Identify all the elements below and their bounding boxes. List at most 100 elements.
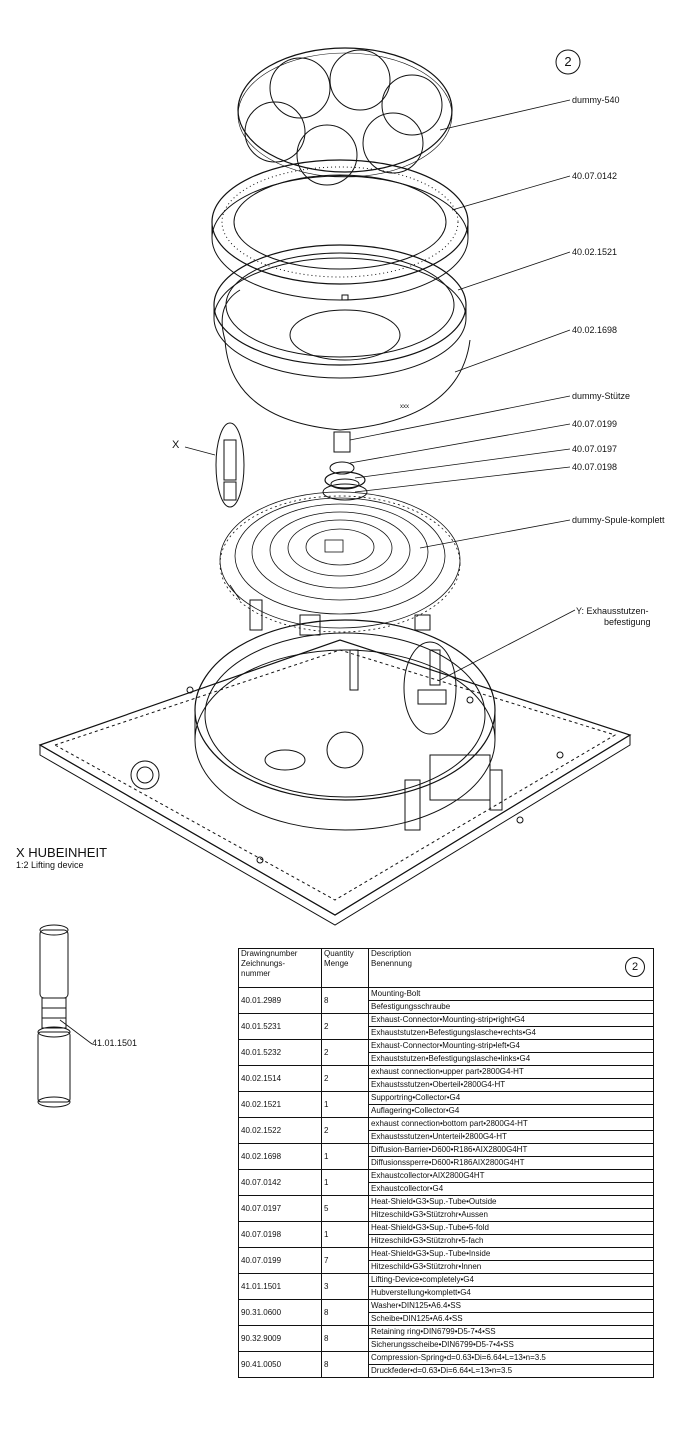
bom-drawing-number: 40.01.5232 [238,1039,322,1066]
bom-description-de: Exhaustsstutzen•Unterteil•2800G4-HT [368,1130,654,1144]
bom-description-de: Hitzeschild•G3•Stützrohr•Aussen [368,1208,654,1222]
detail-x-marker: X [172,439,180,451]
bom-quantity: 2 [321,1039,369,1066]
bom-description-de: Exhauststutzen•Befestigungslasche•rechts… [368,1026,654,1040]
bom-drawing-number: 90.32.9009 [238,1325,322,1352]
support-shaft [322,431,368,501]
bom-description-en: Exhaust-Connector•Mounting-strip•left•G4 [368,1039,654,1053]
bom-drawing-number: 90.31.0600 [238,1299,322,1326]
bom-description-en: exhaust connection•bottom part•2800G4-HT [368,1117,654,1131]
bom-description-en: exhaust connection•upper part•2800G4-HT [368,1065,654,1079]
callout-40-02-1521: 40.02.1521 [572,247,618,257]
callout-dummy-stuetze: dummy-Stütze [572,391,631,401]
bom-description-de: Auflagering•Collector•G4 [368,1104,654,1118]
sheet-number-badge-top: 2 [564,54,572,69]
lifting-device-detail [37,924,71,1108]
base-ring [194,599,503,831]
bom-drawing-number: 40.02.1521 [238,1091,322,1118]
bom-description-de: Sicherungsscheibe•DIN6799•D5-7•4•SS [368,1338,654,1352]
bom-drawing-number: 40.01.5231 [238,1013,322,1040]
callout-40-02-1698: 40.02.1698 [572,325,618,335]
bom-description-en: Exhaust-Connector•Mounting-strip•right•G… [368,1013,654,1027]
bom-quantity: 8 [321,1299,369,1326]
bom-quantity: 2 [321,1117,369,1144]
bom-header-description: Description Benennung 2 [368,948,654,988]
bom-drawing-number: 40.07.0142 [238,1169,322,1196]
bom-quantity: 8 [321,987,369,1014]
bom-quantity: 1 [321,1221,369,1248]
bom-description-en: Compression-Spring•d=0.63•Di=6.64•L=13•n… [368,1351,654,1365]
bom-description-en: Washer•DIN125•A6.4•SS [368,1299,654,1313]
bill-of-materials-table: Drawingnumber Zeichnungs- nummer Quantit… [238,948,654,1378]
bom-header-quantity: Quantity Menge [321,948,369,988]
dummy-coil [219,491,461,633]
bom-drawing-number: 90.41.0050 [238,1351,322,1378]
callout-40-07-0198: 40.07.0198 [572,462,618,472]
detail-x-title: X HUBEINHEIT [16,845,108,860]
sheet-number-badge-table: 2 [625,957,645,977]
bom-description-de: Befestigungsschraube [368,1000,654,1014]
bom-description-de: Hitzeschild•G3•Stützrohr•5-fach [368,1234,654,1248]
bom-quantity: 1 [321,1169,369,1196]
callout-40-07-0197: 40.07.0197 [572,444,618,454]
callout-40-07-0199: 40.07.0199 [572,419,618,429]
bom-quantity: 3 [321,1273,369,1300]
bom-drawing-number: 40.07.0198 [238,1221,322,1248]
bom-drawing-number: 40.02.1522 [238,1117,322,1144]
bom-description-en: Heat-Shield•G3•Sup.-Tube•5-fold [368,1221,654,1235]
callout-dummy-spule-komplett: dummy-Spule-komplett [572,515,665,525]
callout-40-07-0142: 40.07.0142 [572,171,618,181]
bom-description-en: Mounting-Bolt [368,987,654,1001]
bom-description-en: Supportring•Collector•G4 [368,1091,654,1105]
bom-description-de: Scheibe•DIN125•A6.4•SS [368,1312,654,1326]
bom-quantity: 2 [321,1013,369,1040]
bom-description-en: Lifting-Device•completely•G4 [368,1273,654,1287]
bom-description-de: Exhaustsstutzen•Oberteil•2800G4-HT [368,1078,654,1092]
bom-header-drawingnumber: Drawingnumber Zeichnungs- nummer [238,948,322,988]
bom-drawing-number: 40.07.0197 [238,1195,322,1222]
bom-drawing-number: 41.01.1501 [238,1273,322,1300]
bom-description-en: Exhaustcollector•AIX2800G4HT [368,1169,654,1183]
bom-drawing-number: 40.01.2989 [238,987,322,1014]
bom-quantity: 5 [321,1195,369,1222]
sheet-number-top [555,49,581,75]
bom-description-de: Exhaustcollector•G4 [368,1182,654,1196]
bom-row-de: Hitzeschild•G3•Stützrohr•Innen [239,1260,654,1274]
bom-description-de: Diffusionssperre•D600•R186AIX2800G4HT [368,1156,654,1170]
bom-drawing-number: 40.02.1514 [238,1065,322,1092]
bom-description-de: Hubverstellung•komplett•G4 [368,1286,654,1300]
bom-description-de: Hitzeschild•G3•Stützrohr•Innen [368,1260,654,1274]
bom-quantity: 8 [321,1325,369,1352]
bom-quantity: 1 [321,1091,369,1118]
detail-y-ellipse [403,641,457,735]
bom-drawing-number: 40.02.1698 [238,1143,322,1170]
callout-y-exhaust-line2: befestigung [604,617,651,627]
bom-quantity: 1 [321,1143,369,1170]
bom-quantity: 2 [321,1065,369,1092]
bom-description-de: Druckfeder•d=0.63•Di=6.64•L=13•n=3.5 [368,1364,654,1378]
callout-y-exhaust-line1: Y: Exhausstutzen- [576,606,649,616]
exhaust-collector-ring [211,159,469,301]
bom-quantity: 8 [321,1351,369,1378]
bom-description-en: Heat-Shield•G3•Sup.-Tube•Outside [368,1195,654,1209]
bom-description-de: Exhauststutzen•Befestigungslasche•links•… [368,1052,654,1066]
bom-description-en: Diffusion-Barrier•D600•R186•AIX2800G4HT [368,1143,654,1157]
leader-lines [59,99,576,1045]
bom-quantity: 7 [321,1247,369,1274]
